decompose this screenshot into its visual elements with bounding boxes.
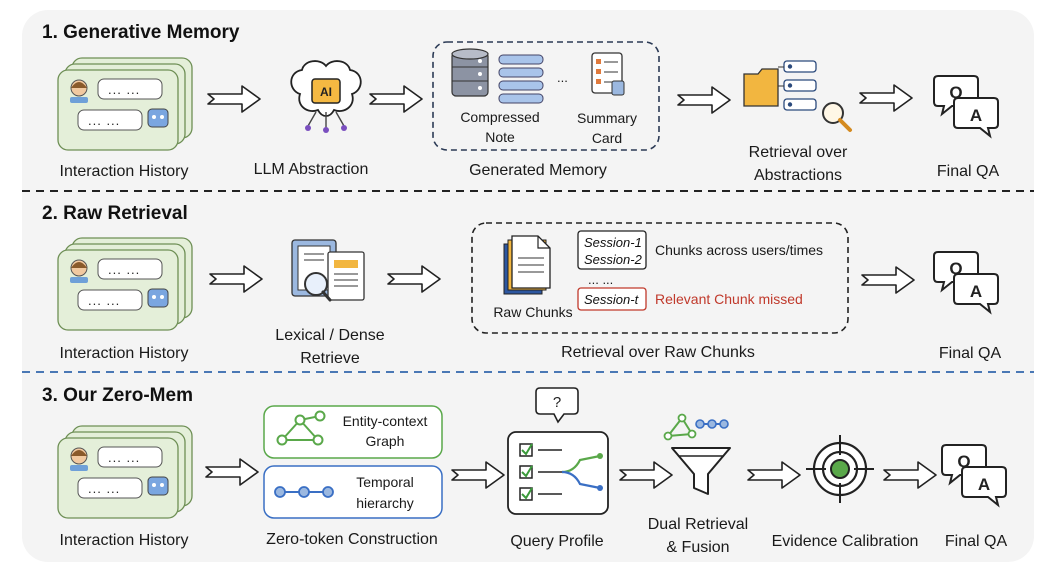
- qa-bubbles-icon: Q A: [941, 444, 1007, 508]
- chunks-across-label: Chunks across users/times: [655, 242, 823, 258]
- session-1-label: Session-1: [584, 235, 642, 250]
- raw-chunks-icon: [503, 235, 551, 295]
- qa-bubbles-icon: Q A: [933, 75, 999, 139]
- entity-graph-label-1: Entity-context: [343, 413, 428, 429]
- section-title: 3. Our Zero-Mem: [42, 385, 193, 406]
- svg-text:?: ?: [553, 394, 561, 411]
- summary-card-label-2: Card: [592, 130, 622, 146]
- svg-text:... ...: ... ...: [108, 450, 140, 465]
- session-dots: ... ...: [588, 272, 613, 287]
- relevant-chunk-missed-label: Relevant Chunk missed: [655, 291, 803, 307]
- svg-text:... ...: ... ...: [88, 481, 120, 496]
- interaction-history-label: Interaction History: [60, 532, 189, 549]
- svg-text:AI: AI: [320, 85, 332, 99]
- section-raw-retrieval: 2. Raw Retrieval ... ... ... ... Interac…: [42, 203, 1001, 367]
- section-zero-mem: 3. Our Zero-Mem ... ... ... ... Interact…: [42, 385, 1007, 556]
- retrieve-label-2: Retrieve: [300, 350, 360, 367]
- evidence-calibration-label: Evidence Calibration: [772, 533, 919, 550]
- final-qa-label: Final QA: [945, 533, 1008, 550]
- query-profile-label: Query Profile: [510, 533, 603, 550]
- final-qa-label: Final QA: [937, 163, 1000, 180]
- chat-history-icon: ... ... ... ...: [57, 57, 193, 151]
- summary-card-icon: [591, 52, 625, 96]
- qa-bubbles-icon: Q A: [933, 251, 999, 315]
- section-generative-memory: 1. Generative Memory ... ... ... ... Int…: [42, 22, 999, 184]
- section-title: 2. Raw Retrieval: [42, 203, 188, 224]
- dual-retrieval-label-1: Dual Retrieval: [648, 516, 748, 533]
- svg-text:... ...: ... ...: [108, 262, 140, 277]
- session-t-label: Session-t: [584, 292, 640, 307]
- llm-abstraction-label: LLM Abstraction: [254, 161, 369, 178]
- svg-text:A: A: [970, 282, 982, 301]
- temporal-hierarchy-box: [263, 465, 443, 519]
- raw-chunks-box: [471, 222, 849, 334]
- query-profile-icon: [507, 431, 609, 515]
- graph-icon: [276, 410, 326, 446]
- retrieval-abstractions-label-1: Retrieval over: [749, 144, 848, 161]
- retrieval-abstractions-label-2: Abstractions: [754, 167, 842, 184]
- ellipsis: ...: [557, 70, 568, 85]
- raw-chunks-label: Raw Chunks: [493, 304, 572, 320]
- svg-text:... ...: ... ...: [88, 293, 120, 308]
- svg-text:A: A: [978, 475, 990, 494]
- zero-token-label: Zero-token Construction: [266, 531, 438, 548]
- chat-history-icon: ... ... ... ...: [57, 237, 193, 331]
- compressed-note-icon: [498, 54, 544, 104]
- final-qa-label: Final QA: [939, 345, 1002, 362]
- session-t-card: [577, 287, 647, 311]
- section-title: 1. Generative Memory: [42, 22, 240, 43]
- entity-graph-label-2: Graph: [366, 433, 405, 449]
- generated-memory-label: Generated Memory: [469, 162, 607, 179]
- database-icon: [451, 48, 489, 97]
- svg-text:... ...: ... ...: [88, 113, 120, 128]
- chat-history-icon: ... ... ... ...: [57, 425, 193, 519]
- question-bubble-icon: ?: [535, 387, 579, 424]
- target-icon: [806, 435, 874, 503]
- dual-retrieval-label-2: & Fusion: [666, 539, 729, 556]
- temporal-label-2: hierarchy: [356, 495, 414, 511]
- summary-card-label-1: Summary: [577, 110, 637, 126]
- folder-search-icon: [743, 60, 852, 132]
- svg-text:A: A: [970, 106, 982, 125]
- temporal-label-1: Temporal: [356, 474, 414, 490]
- session-2-label: Session-2: [584, 252, 643, 267]
- funnel-icon: [663, 413, 731, 495]
- session-card: [577, 230, 647, 270]
- interaction-history-label: Interaction History: [60, 345, 189, 362]
- interaction-history-label: Interaction History: [60, 163, 189, 180]
- compressed-note-label-1: Compressed: [460, 109, 539, 125]
- timeline-icon: [274, 486, 334, 498]
- document-search-icon: [291, 239, 365, 302]
- retrieval-raw-chunks-label: Retrieval over Raw Chunks: [561, 344, 755, 361]
- generated-memory-box: [432, 41, 660, 151]
- ai-brain-icon: AI: [290, 60, 362, 133]
- compressed-note-label-2: Note: [485, 129, 515, 145]
- retrieve-label-1: Lexical / Dense: [275, 327, 384, 344]
- svg-text:... ...: ... ...: [108, 82, 140, 97]
